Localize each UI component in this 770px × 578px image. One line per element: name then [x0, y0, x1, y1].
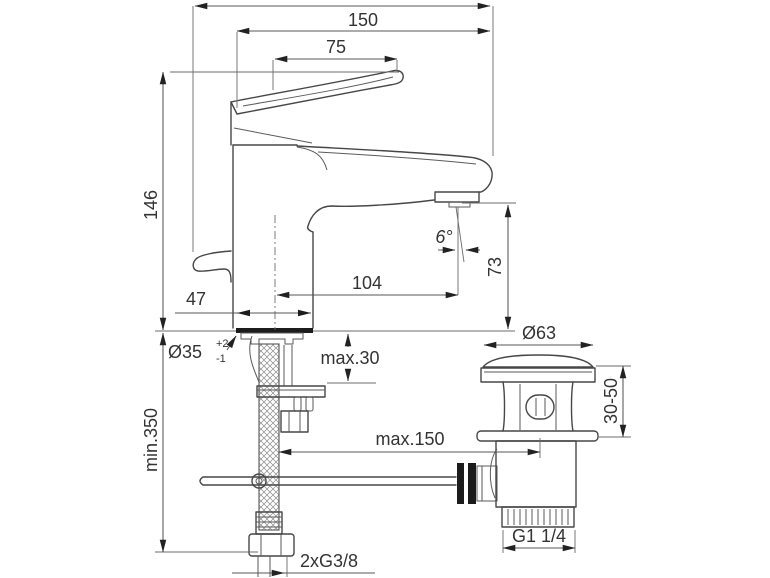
- dim-label-hole-tol-plus: +2: [216, 338, 229, 350]
- dim-label-150: 150: [348, 10, 378, 30]
- dim-label-30-50: 30-50: [601, 378, 621, 424]
- handle-lowered-position: [192, 250, 232, 283]
- dimension-max150: max.150: [278, 429, 541, 456]
- dimension-146: 146: [141, 71, 167, 331]
- dim-label-G114: G1 1/4: [512, 526, 566, 546]
- dim-label-47: 47: [186, 289, 206, 309]
- threaded-stud: [283, 345, 293, 386]
- faucet-body: [232, 144, 328, 329]
- dimension-73: 73: [485, 204, 512, 330]
- dim-label-max150: max.150: [375, 429, 444, 449]
- dim-label-hole-tol-minus: -1: [216, 353, 226, 365]
- faucet-spout: [296, 145, 493, 233]
- dimension-d63: Ø63: [483, 323, 594, 349]
- dim-label-max30: max.30: [320, 348, 379, 368]
- dimension-75: 75: [274, 37, 398, 63]
- extension-lines: [155, 6, 631, 577]
- dim-label-d63: Ø63: [522, 323, 556, 343]
- fixing-nut: [280, 410, 309, 433]
- mounting-deck-line: [155, 328, 515, 333]
- dimension-30-50: 30-50: [601, 365, 627, 438]
- dim-label-104: 104: [352, 273, 382, 293]
- dim-label-angle: 6°: [435, 227, 452, 247]
- dim-label-2xG38: 2xG3/8: [300, 551, 358, 571]
- dimension-6deg: 6°: [435, 227, 480, 254]
- dim-label-73: 73: [485, 257, 505, 277]
- dim-label-min350: min.350: [141, 408, 161, 472]
- dim-label-75: 75: [326, 37, 346, 57]
- dimension-hole-diameter: Ø35 +2 -1: [168, 335, 237, 365]
- pop-up-rod: [199, 463, 498, 504]
- dimension-47: 47: [175, 289, 311, 317]
- dimension-waste-thread: G1 1/4: [502, 526, 576, 552]
- dimension-104: 104: [276, 273, 459, 299]
- dim-label-146: 146: [141, 190, 161, 220]
- pop-up-waste-assembly: [476, 354, 599, 528]
- dimension-min350: min.350: [141, 332, 167, 553]
- dimension-max30: max.30: [320, 333, 380, 382]
- faucet-handle: [230, 69, 404, 146]
- dimension-supply-thread: 2xG3/8: [232, 551, 375, 577]
- flexible-supply-hose: [249, 335, 280, 531]
- aerator: [434, 191, 480, 208]
- dimension-150: 150: [236, 10, 491, 35]
- dim-label-hole: Ø35: [168, 342, 202, 362]
